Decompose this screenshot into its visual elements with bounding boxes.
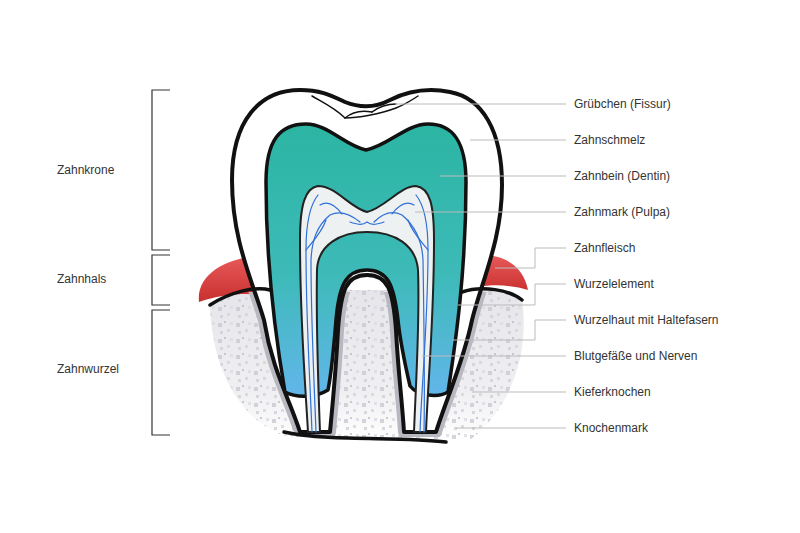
part-label: Zahnfleisch <box>574 241 635 255</box>
dentin <box>266 124 466 396</box>
tooth-outline <box>232 90 502 432</box>
part-label: Grübchen (Fissur) <box>574 97 671 111</box>
part-label: Wurzelhaut mit Haltefasern <box>574 313 719 327</box>
part-label: Zahnschmelz <box>574 133 645 147</box>
part-label: Blutgefäße und Nerven <box>574 349 697 363</box>
part-label: Zahnmark (Pulpa) <box>574 205 670 219</box>
periodontal-ligament <box>232 292 502 432</box>
part-label: Zahnkrone <box>57 163 114 177</box>
blood-vessels <box>306 195 428 432</box>
fissure <box>312 96 418 118</box>
brackets <box>152 90 170 435</box>
part-label: Zahnhals <box>57 272 106 286</box>
part-label: Wurzelelement <box>574 277 654 291</box>
leader-lines <box>395 104 566 428</box>
pulp <box>300 186 434 432</box>
bone-lines <box>210 289 522 442</box>
part-label: Zahnwurzel <box>57 362 119 376</box>
part-label: Zahnbein (Dentin) <box>574 169 670 183</box>
part-label: Kieferknochen <box>574 385 651 399</box>
part-label: Knochenmark <box>574 421 648 435</box>
